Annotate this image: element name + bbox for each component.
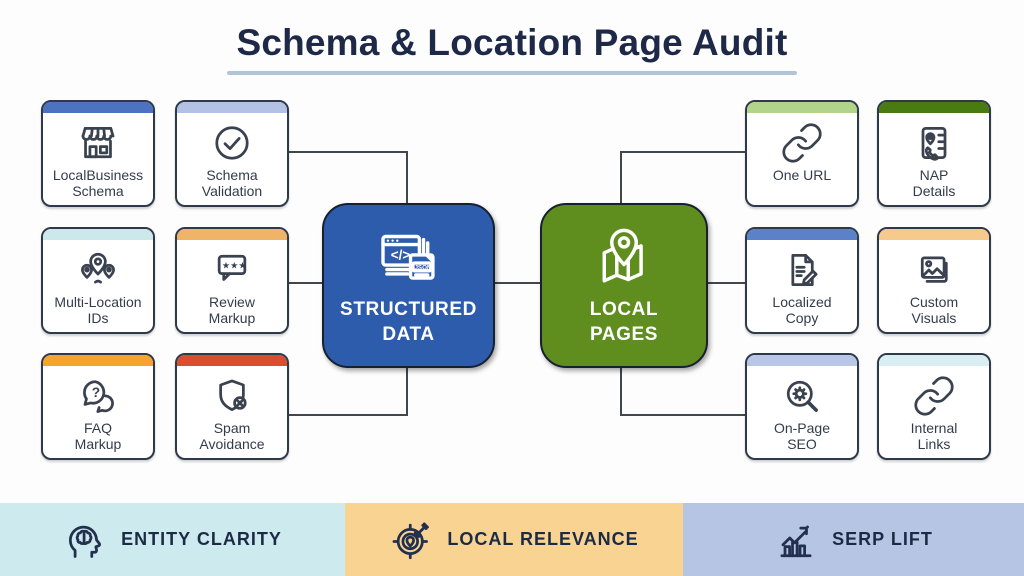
search-gear-icon <box>780 373 824 419</box>
card-label: One URL <box>772 167 832 183</box>
svg-text:</>: </> <box>390 247 410 262</box>
storefront-icon <box>76 120 120 166</box>
card-internal-links: Internal Links <box>877 353 991 460</box>
card-accent-strip <box>43 102 153 113</box>
connector-line <box>706 282 747 284</box>
footer-entity-clarity: ENTITY CLARITY <box>0 503 345 576</box>
card-localized-copy: Localized Copy <box>745 227 859 334</box>
card-label: Multi-Location IDs <box>54 294 142 326</box>
node-label: STRUCTURED DATA <box>340 298 477 345</box>
card-accent-strip <box>43 229 153 240</box>
card-accent-strip <box>879 229 989 240</box>
card-accent-strip <box>747 102 857 113</box>
link-icon <box>780 120 824 166</box>
card-label: LocalBusiness Schema <box>52 167 144 199</box>
svg-text:?: ? <box>92 385 100 400</box>
card-label: NAP Details <box>912 167 956 199</box>
card-custom-visuals: Custom Visuals <box>877 227 991 334</box>
card-accent-strip <box>747 355 857 366</box>
connector-line <box>493 282 542 284</box>
node-label: LOCAL PAGES <box>589 298 659 345</box>
connector-line <box>406 366 408 414</box>
card-one-url: One URL <box>745 100 859 207</box>
connector-line <box>620 151 622 205</box>
footer-serp-lift: SERP LIFT <box>683 503 1024 576</box>
card-accent-strip <box>177 102 287 113</box>
svg-text:★★★: ★★★ <box>222 261 247 271</box>
card-label: FAQ Markup <box>74 420 122 452</box>
card-label: Internal Links <box>910 420 958 452</box>
connector-line <box>406 151 408 205</box>
map-pin-icon <box>602 228 643 283</box>
card-label: On-Page SEO <box>773 420 831 452</box>
connector-line <box>285 414 408 416</box>
card-accent-strip <box>879 102 989 113</box>
contact-card-icon <box>912 120 956 166</box>
footer-local-relevance: LOCAL RELEVANCE <box>345 503 683 576</box>
title-underline <box>227 71 797 75</box>
growth-chart-icon <box>780 525 812 557</box>
footer-label: ENTITY CLARITY <box>121 529 282 549</box>
page-title: Schema & Location Page Audit <box>236 22 788 63</box>
question-bubbles-icon: ? <box>76 373 120 419</box>
review-stars-bubble-icon: ★★★ <box>210 247 254 293</box>
code-json-icon: </> JSON <box>380 234 435 280</box>
footer-label: SERP LIFT <box>832 529 933 549</box>
chain-links-icon <box>912 373 956 419</box>
card-accent-strip <box>43 355 153 366</box>
card-on-page-seo: On-Page SEO <box>745 353 859 460</box>
check-circle-icon <box>210 120 254 166</box>
svg-text:JSON: JSON <box>414 264 431 271</box>
head-brain-icon <box>69 525 102 558</box>
multi-location-pins-icon <box>76 247 120 293</box>
target-dart-icon <box>392 521 430 559</box>
card-schema-validation: Schema Validation <box>175 100 289 207</box>
connector-line <box>620 366 622 414</box>
image-icon <box>912 247 956 293</box>
footer-label: LOCAL RELEVANCE <box>447 529 639 549</box>
card-accent-strip <box>177 355 287 366</box>
card-accent-strip <box>177 229 287 240</box>
card-review-markup: ★★★ Review Markup <box>175 227 289 334</box>
card-accent-strip <box>879 355 989 366</box>
card-localbusiness-schema: LocalBusiness Schema <box>41 100 155 207</box>
shield-block-icon <box>210 373 254 419</box>
connector-line <box>285 151 408 153</box>
card-label: Custom Visuals <box>909 294 959 326</box>
card-faq-markup: ? FAQ Markup <box>41 353 155 460</box>
card-label: Localized Copy <box>772 294 832 326</box>
card-accent-strip <box>747 229 857 240</box>
header: Schema & Location Page Audit <box>0 22 1024 75</box>
card-label: Spam Avoidance <box>199 420 265 452</box>
card-multi-location-ids: Multi-Location IDs <box>41 227 155 334</box>
card-label: Review Markup <box>208 294 256 326</box>
document-pencil-icon <box>780 247 824 293</box>
connector-line <box>285 282 324 284</box>
connector-line <box>620 414 747 416</box>
node-local-pages: LOCAL PAGES <box>540 203 708 368</box>
node-structured-data: </> JSON STRUCTURED DATA <box>322 203 495 368</box>
card-nap-details: NAP Details <box>877 100 991 207</box>
card-spam-avoidance: Spam Avoidance <box>175 353 289 460</box>
connector-line <box>620 151 747 153</box>
card-label: Schema Validation <box>201 167 263 199</box>
